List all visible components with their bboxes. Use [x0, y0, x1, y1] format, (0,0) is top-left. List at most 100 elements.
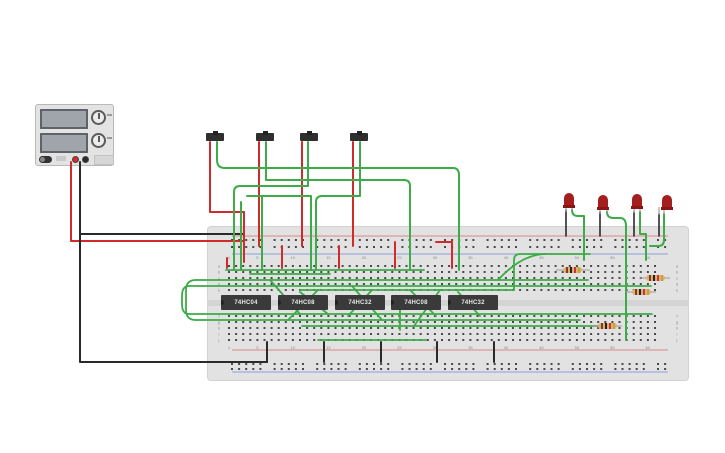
breadboard-hole	[646, 321, 649, 323]
breadboard-hole	[398, 277, 401, 279]
slide-switch-1[interactable]	[206, 131, 224, 141]
breadboard-hole	[578, 239, 581, 241]
breadboard-hole	[316, 246, 319, 248]
voltage-knob[interactable]	[91, 110, 106, 125]
breadboard-hole	[590, 283, 593, 285]
breadboard-hole	[252, 368, 255, 370]
breadboard-hole	[568, 315, 571, 317]
breadboard-hole	[583, 333, 585, 335]
breadboard-hole	[263, 321, 266, 323]
breadboard-hole	[242, 271, 245, 273]
breadboard-hole	[593, 239, 596, 241]
breadboard-hole	[497, 271, 500, 273]
breadboard-hole	[561, 327, 564, 329]
breadboard-hole	[568, 333, 571, 335]
red-led-2[interactable]	[597, 195, 609, 210]
resistor-4	[592, 323, 622, 329]
breadboard-hole	[249, 283, 252, 285]
breadboard-hole	[504, 339, 507, 341]
row-letter: i	[219, 332, 220, 337]
breadboard-hole	[611, 339, 614, 341]
breadboard-hole	[355, 277, 358, 279]
breadboard-hole	[654, 339, 656, 341]
breadboard-hole	[632, 265, 635, 267]
breadboard-hole	[426, 315, 429, 317]
breadboard-hole	[320, 333, 323, 335]
breadboard-hole	[259, 368, 262, 370]
red-led-3[interactable]	[631, 194, 643, 209]
breadboard-hole	[235, 277, 238, 279]
breadboard-hole	[483, 315, 486, 317]
current-knob[interactable]	[91, 133, 106, 148]
slide-switch-4[interactable]	[350, 131, 368, 141]
psu-red-wire	[70, 161, 244, 242]
breadboard-hole	[348, 327, 351, 329]
breadboard-hole	[299, 321, 301, 323]
breadboard-hole	[557, 239, 560, 241]
breadboard-hole	[543, 239, 546, 241]
breadboard-hole	[429, 239, 432, 241]
breadboard-hole	[448, 321, 451, 323]
breadboard-hole	[575, 315, 578, 317]
breadboard-hole	[490, 333, 493, 335]
breadboard-hole	[635, 239, 638, 241]
breadboard-hole	[561, 289, 564, 291]
power-switch[interactable]	[39, 156, 52, 163]
red-led-4[interactable]	[661, 195, 673, 210]
ic-chip-74hc32[interactable]: 74HC32	[335, 295, 385, 310]
row-letter: b	[676, 270, 679, 275]
breadboard-hole	[600, 246, 603, 248]
breadboard-hole	[597, 283, 600, 285]
breadboard-hole	[330, 368, 333, 370]
slide-switch-3[interactable]	[300, 131, 318, 141]
column-number: 40	[504, 255, 509, 260]
breadboard-hole	[583, 327, 585, 329]
breadboard-hole	[299, 271, 301, 273]
breadboard-hole	[586, 246, 588, 248]
breadboard-hole	[554, 277, 557, 279]
red-led-1[interactable]	[563, 193, 575, 208]
breadboard-hole	[583, 271, 585, 273]
led4-green-wire	[649, 213, 665, 247]
breadboard-hole	[344, 368, 347, 370]
breadboard-hole	[540, 315, 543, 317]
ic-label: 74HC04	[234, 299, 258, 306]
breadboard-hole	[433, 333, 436, 335]
breadboard-hole	[306, 265, 309, 267]
breadboard-hole	[583, 315, 585, 317]
breadboard-hole	[618, 333, 621, 335]
breadboard-hole	[355, 283, 358, 285]
breadboard-hole	[441, 333, 443, 335]
breadboard-hole	[426, 265, 429, 267]
breadboard-hole	[571, 363, 574, 365]
slide-switch-2[interactable]	[256, 131, 274, 141]
power-supply[interactable]	[35, 104, 114, 166]
row-letter: c	[218, 276, 220, 281]
breadboard-hole	[422, 368, 425, 370]
breadboard-hole	[578, 363, 581, 365]
breadboard-hole	[249, 271, 252, 273]
breadboard-hole	[526, 277, 529, 279]
breadboard-hole	[370, 271, 372, 273]
breadboard-hole	[483, 333, 486, 335]
breadboard-hole	[462, 321, 465, 323]
breadboard-hole	[358, 363, 361, 365]
breadboard-hole	[228, 289, 230, 291]
breadboard-hole	[554, 321, 557, 323]
breadboard-hole	[320, 277, 323, 279]
positive-terminal[interactable]	[72, 156, 79, 163]
ic-chip-74hc08[interactable]: 74HC08	[391, 295, 441, 310]
ic-chip-74hc08[interactable]: 74HC08	[278, 295, 328, 310]
breadboard-hole	[497, 321, 500, 323]
breadboard-hole	[543, 363, 546, 365]
ic-chip-74hc32[interactable]: 74HC32	[448, 295, 498, 310]
breadboard-hole	[323, 363, 326, 365]
breadboard-hole	[628, 239, 631, 241]
negative-terminal[interactable]	[82, 156, 89, 163]
led3-green-wire	[639, 211, 647, 261]
breadboard-hole	[646, 333, 649, 335]
breadboard-hole	[263, 327, 266, 329]
breadboard-hole	[313, 339, 316, 341]
breadboard-hole	[593, 363, 596, 365]
ic-chip-74hc04[interactable]: 74HC04	[221, 295, 271, 310]
